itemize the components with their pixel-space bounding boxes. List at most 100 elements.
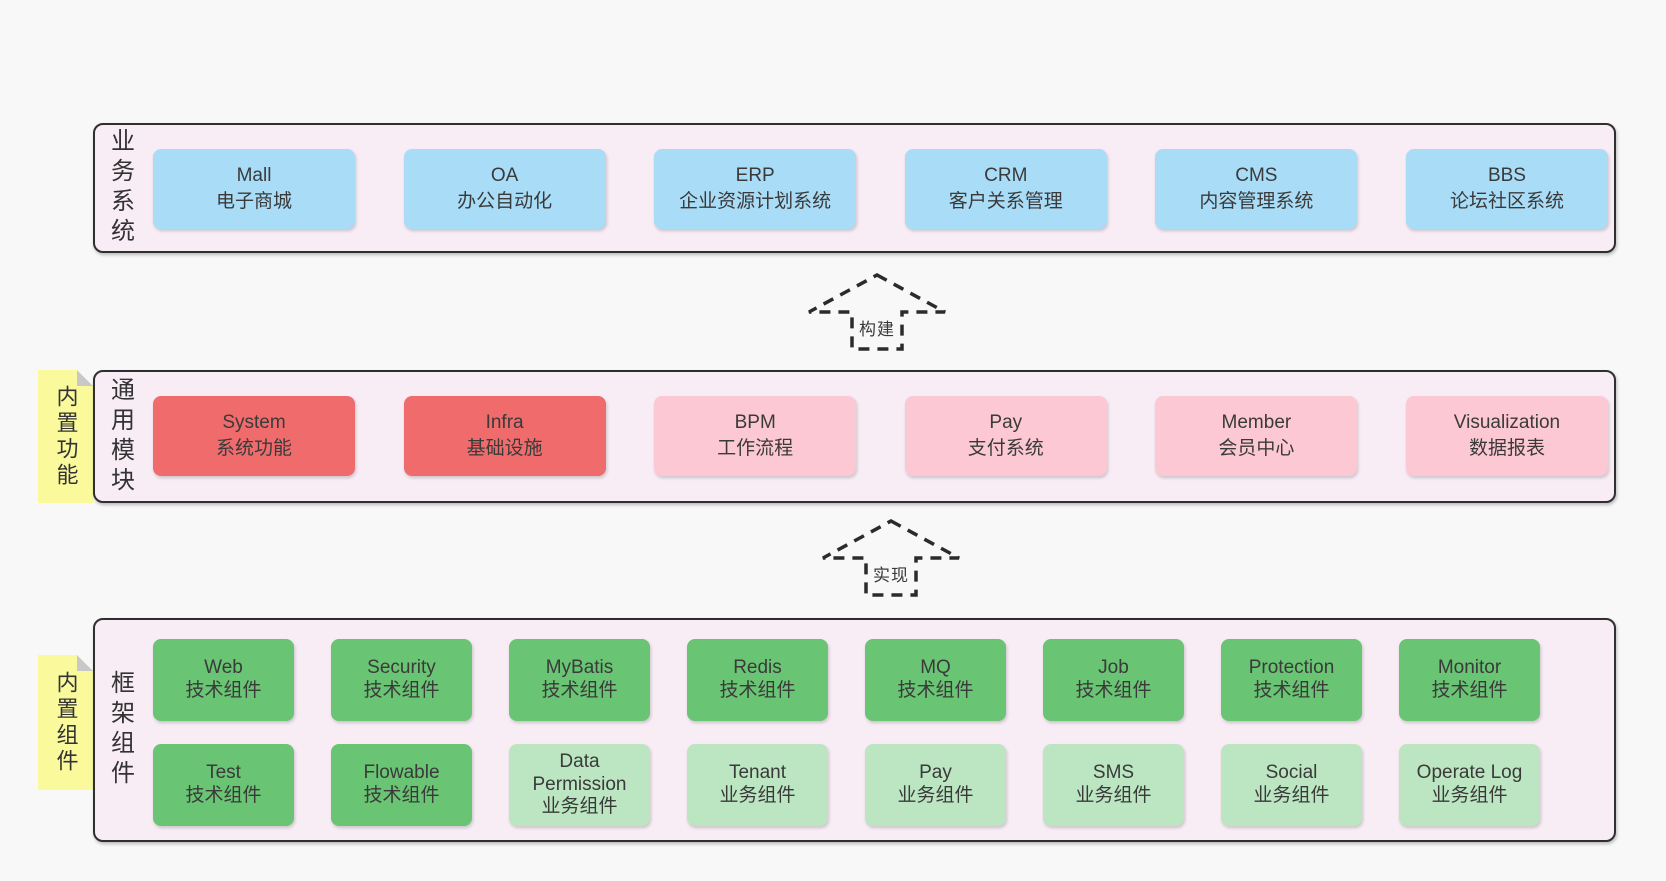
box-title: Visualization [1453,411,1561,433]
framework-components-row-2: Test 技术组件 Flowable 技术组件 Data Permission … [153,744,1540,826]
arrow-implement: 实现 [820,518,962,598]
box-security: Security 技术组件 [331,639,472,721]
box-subtitle: 业务组件 [1431,785,1508,806]
box-job: Job 技术组件 [1043,639,1184,721]
box-subtitle: 业务组件 [897,785,974,806]
box-crm: CRM 客户关系管理 [904,149,1107,229]
box-social: Social 业务组件 [1221,744,1362,826]
layer-business-systems: 业务系统 Mall 电子商城 OA 办公自动化 ERP 企业资源计划系统 CRM… [93,123,1616,253]
box-subtitle: 论坛社区系统 [1449,191,1564,212]
box-subtitle: 业务组件 [541,796,618,818]
framework-components-row-1: Web 技术组件 Security 技术组件 MyBatis 技术组件 Redi… [153,639,1540,721]
box-subtitle: 技术组件 [1075,680,1152,701]
box-bbs: BBS 论坛社区系统 [1405,149,1608,229]
folded-corner-icon [77,370,93,386]
box-flowable: Flowable 技术组件 [331,744,472,826]
box-member: Member 会员中心 [1155,396,1358,476]
box-title: Member [1221,411,1292,433]
note-built-in-features: 内置功能 [38,370,93,503]
box-pay-module: Pay 支付系统 [904,396,1107,476]
box-title: MQ [920,657,951,679]
box-data-permission: Data Permission 业务组件 [509,744,650,826]
box-title: CMS [1235,164,1278,186]
box-subtitle: 数据报表 [1468,438,1545,459]
box-title: Redis [733,657,782,679]
box-subtitle: 基础设施 [466,438,543,459]
note-text: 内置功能 [53,384,79,489]
box-web: Web 技术组件 [153,639,294,721]
layer-common-modules: 通用模块 System 系统功能 Infra 基础设施 BPM 工作流程 Pay… [93,370,1616,503]
box-pay-component: Pay 业务组件 [865,744,1006,826]
box-title: Flowable [363,762,440,784]
box-title: BPM [734,411,776,433]
box-subtitle: 电子商城 [215,191,292,212]
up-arrow-icon [808,273,946,351]
box-title: SMS [1092,762,1135,784]
box-oa: OA 办公自动化 [403,149,606,229]
box-subtitle: 技术组件 [363,680,440,701]
box-title: Mall [236,164,272,186]
box-subtitle: 技术组件 [719,680,796,701]
layer-label-business-systems: 业务系统 [106,128,134,248]
box-title: Pay [989,411,1023,433]
box-title: Infra [485,411,524,433]
box-title: MyBatis [545,657,614,679]
box-infra: Infra 基础设施 [403,396,606,476]
box-operate-log: Operate Log 业务组件 [1399,744,1540,826]
box-subtitle: 技术组件 [185,785,262,806]
box-title: Operate Log [1416,762,1523,784]
common-modules-row: System 系统功能 Infra 基础设施 BPM 工作流程 Pay 支付系统… [153,396,1608,476]
box-title: Protection [1248,657,1335,679]
note-built-in-components: 内置组件 [38,655,93,790]
box-subtitle: 技术组件 [897,680,974,701]
box-title: ERP [735,164,775,186]
box-title: System [222,411,286,433]
box-title: Job [1098,657,1129,679]
box-mq: MQ 技术组件 [865,639,1006,721]
box-tenant: Tenant 业务组件 [687,744,828,826]
layer-framework-components: 框架组件 Web 技术组件 Security 技术组件 MyBatis 技术组件… [93,618,1616,842]
arrow-label: 构建 [859,320,895,339]
box-mall: Mall 电子商城 [153,149,355,229]
box-subtitle: 会员中心 [1218,438,1295,459]
box-monitor: Monitor 技术组件 [1399,639,1540,721]
box-bpm: BPM 工作流程 [654,396,857,476]
box-title: Tenant [728,762,787,784]
box-title: Test [206,762,241,784]
box-subtitle: 技术组件 [541,680,618,701]
box-subtitle: 业务组件 [1075,785,1152,806]
up-arrow-icon [822,519,960,597]
arrow-label: 实现 [873,566,909,585]
box-title: Social [1265,762,1318,784]
box-title: BBS [1487,164,1526,186]
box-sms: SMS 业务组件 [1043,744,1184,826]
box-protection: Protection 技术组件 [1221,639,1362,721]
box-title: Security [367,657,436,679]
layer-label-framework-components: 框架组件 [106,670,134,790]
box-visualization: Visualization 数据报表 [1405,396,1608,476]
box-title: Pay [919,762,952,784]
box-subtitle: 工作流程 [717,438,794,459]
box-subtitle: 企业资源计划系统 [679,191,832,212]
box-title: Data Permission [532,750,627,795]
box-subtitle: 技术组件 [1431,680,1508,701]
box-title: CRM [984,164,1028,186]
box-subtitle: 客户关系管理 [948,191,1063,212]
box-test: Test 技术组件 [153,744,294,826]
box-subtitle: 技术组件 [185,680,262,701]
box-subtitle: 技术组件 [1253,680,1330,701]
business-systems-row: Mall 电子商城 OA 办公自动化 ERP 企业资源计划系统 CRM 客户关系… [153,149,1608,229]
box-subtitle: 技术组件 [363,785,440,806]
box-subtitle: 办公自动化 [457,191,553,212]
box-subtitle: 内容管理系统 [1199,191,1314,212]
box-subtitle: 系统功能 [215,438,292,459]
note-text: 内置组件 [53,670,79,775]
box-subtitle: 业务组件 [1253,785,1330,806]
box-system: System 系统功能 [153,396,355,476]
box-mybatis: MyBatis 技术组件 [509,639,650,721]
box-erp: ERP 企业资源计划系统 [654,149,857,229]
box-cms: CMS 内容管理系统 [1155,149,1358,229]
layer-label-common-modules: 通用模块 [106,376,134,497]
folded-corner-icon [77,655,93,671]
arrow-build: 构建 [806,272,948,352]
